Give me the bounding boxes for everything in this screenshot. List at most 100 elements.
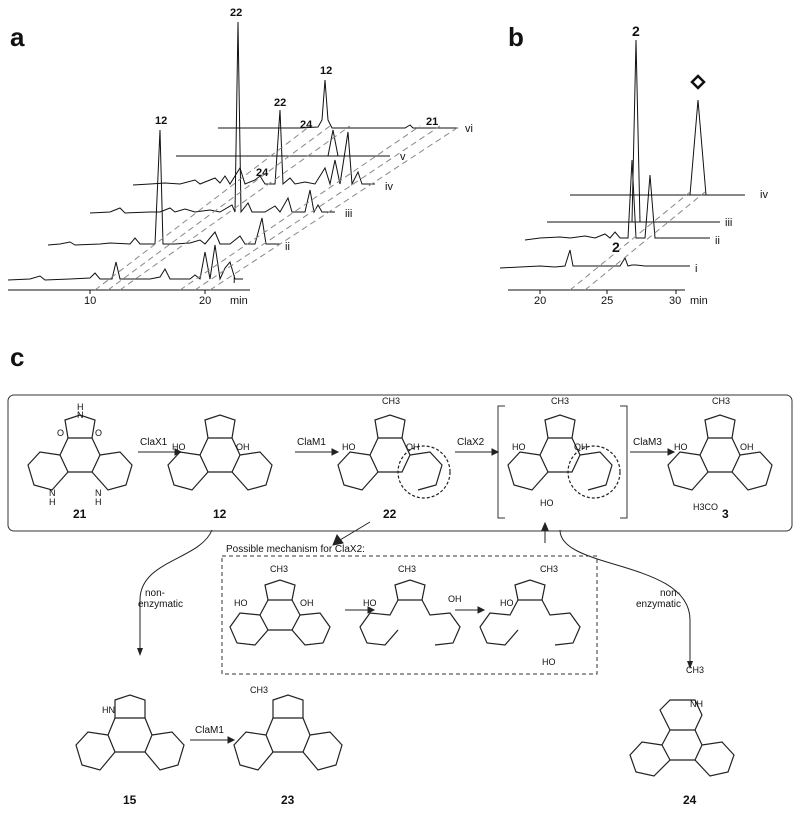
- atom-label: HO: [234, 598, 248, 608]
- trace-v-peak: [327, 129, 339, 157]
- atom-label: HO: [542, 657, 556, 667]
- structure-24: [629, 699, 735, 777]
- peak-label: 21: [426, 116, 438, 128]
- peak-label: 22: [230, 7, 242, 19]
- atom-label: OH: [740, 442, 754, 452]
- peak-label: 2: [612, 239, 620, 255]
- panel-a-chromatograms: [7, 21, 461, 294]
- atom-label: HO: [540, 498, 554, 508]
- atom-label: OH: [574, 442, 588, 452]
- atom-label: CH3: [250, 685, 268, 695]
- structure-22: [337, 414, 451, 499]
- atom-label: CH3: [382, 396, 400, 406]
- peak-label: 24: [300, 119, 313, 131]
- non-enzymatic-label: non-: [145, 588, 165, 599]
- structure-3: [667, 414, 773, 491]
- non-enzymatic-label: non-: [660, 588, 680, 599]
- compound-label: 3: [722, 507, 729, 521]
- non-enzymatic-arrow-left: [139, 529, 213, 650]
- pathway-box: [7, 394, 793, 532]
- trace-i: [7, 244, 243, 281]
- trace-label: iii: [345, 208, 352, 220]
- tick-label: 25: [601, 295, 613, 307]
- atom-label: OH: [406, 442, 420, 452]
- atom-label: OH: [448, 594, 462, 604]
- tick-label: 10: [84, 295, 96, 307]
- panel-b-letter: b: [508, 22, 524, 52]
- atom-label: CH3: [540, 564, 558, 574]
- atom-label: N: [49, 488, 56, 498]
- peak-label: 12: [320, 65, 332, 77]
- panel-b-chromatograms: [499, 39, 745, 294]
- tick-label: 20: [534, 295, 546, 307]
- compound-label: 12: [213, 507, 227, 521]
- mechanism-structure-3: [479, 579, 581, 646]
- atom-label: OH: [236, 442, 250, 452]
- atom-label: NH: [690, 699, 703, 709]
- peak-label: 22: [274, 97, 286, 109]
- trace-b-i: [499, 249, 690, 269]
- reaction-arrows: [138, 448, 676, 744]
- trace-iii: [89, 21, 335, 214]
- non-enzymatic-arrow-right: [559, 529, 691, 663]
- trace-label: i: [695, 263, 697, 275]
- non-enzymatic-label: enzymatic: [138, 599, 183, 610]
- panel-a-letter: a: [10, 22, 25, 52]
- atom-label: O: [95, 428, 102, 438]
- axis-unit: min: [690, 295, 708, 307]
- b-guide-lines: [569, 191, 706, 291]
- enzyme-label: ClaX1: [140, 437, 168, 448]
- axis-unit: min: [230, 295, 248, 307]
- compound-label: 22: [383, 507, 397, 521]
- trace-label: ii: [715, 235, 720, 247]
- mechanism-structure-1: [229, 579, 331, 646]
- atom-label: CH3: [398, 564, 416, 574]
- atom-label: CH3: [686, 665, 704, 675]
- compound-label: 24: [683, 793, 697, 807]
- non-enzymatic-label: enzymatic: [636, 599, 681, 610]
- atom-label: N: [77, 410, 84, 420]
- atom-label: HO: [512, 442, 526, 452]
- enzyme-label: ClaM1: [195, 725, 224, 736]
- enzyme-label: ClaM3: [633, 437, 662, 448]
- atom-label: HN: [102, 705, 115, 715]
- atom-label: H3CO: [693, 502, 718, 512]
- trace-b-iii-peak: [631, 39, 641, 223]
- trace-label: i: [233, 274, 235, 286]
- trace-ii: [47, 129, 280, 246]
- mechanism-box: [221, 555, 598, 675]
- atom-label: O: [57, 428, 64, 438]
- atom-label: HO: [674, 442, 688, 452]
- structure-12: [167, 414, 273, 491]
- structures: [27, 414, 773, 777]
- peak-guide-lines: [94, 125, 461, 291]
- intermediate-bracket-right: [620, 405, 628, 519]
- atom-label: OH: [300, 598, 314, 608]
- peak-label: 24: [256, 167, 269, 179]
- atom-label: HO: [172, 442, 186, 452]
- trace-label: iv: [385, 181, 393, 193]
- diamond-marker-icon: [690, 74, 706, 90]
- tick-label: 20: [199, 295, 211, 307]
- trace-b-ii: [524, 159, 710, 241]
- atom-label: CH3: [712, 396, 730, 406]
- panel-a-text: 10 20 min i ii iii iv v vi 22 12 22 24 1…: [84, 7, 473, 307]
- structure-23: [233, 694, 343, 771]
- trace-label: v: [400, 151, 406, 163]
- atom-label: HO: [500, 598, 514, 608]
- atom-label: H: [77, 402, 84, 412]
- atom-label: H: [49, 497, 56, 507]
- compound-label: 15: [123, 793, 137, 807]
- trace-label: vi: [465, 123, 473, 135]
- panel-c-text: ClaX1 ClaM1 ClaX2 ClaM3 21 12 22 3 Possi…: [49, 396, 754, 807]
- peak-label: 12: [155, 115, 167, 127]
- trace-vi: [218, 79, 458, 129]
- trace-iv: [132, 109, 375, 186]
- mechanism-title: Possible mechanism for ClaX2:: [226, 544, 365, 555]
- structure-15: [75, 694, 185, 771]
- mechanism-structure-2: [359, 579, 461, 646]
- peak-label: 2: [632, 23, 640, 39]
- structure-21: [27, 414, 133, 491]
- trace-label: iii: [725, 217, 732, 229]
- compound-label: 21: [73, 507, 87, 521]
